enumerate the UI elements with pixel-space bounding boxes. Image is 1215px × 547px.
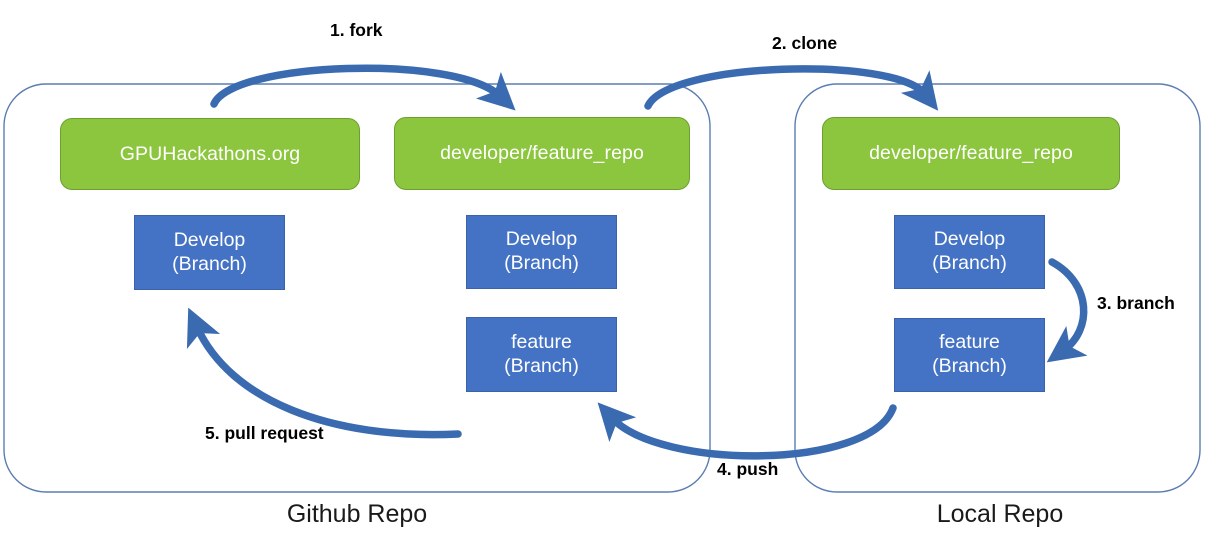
github-repo-container bbox=[3, 83, 711, 493]
github-repo-caption: Github Repo bbox=[286, 500, 428, 528]
step-label-pull-request: 5. pull request bbox=[205, 423, 324, 443]
step-label-fork: 1. fork bbox=[330, 20, 383, 40]
step-label-branch: 3. branch bbox=[1097, 293, 1175, 313]
node-label: Develop (Branch) bbox=[932, 228, 1007, 274]
node-github-upstream-develop-branch[interactable]: Develop (Branch) bbox=[134, 215, 285, 290]
arrow-pull-request bbox=[186, 307, 462, 439]
arrow-fork bbox=[210, 64, 516, 111]
node-label: Develop (Branch) bbox=[504, 228, 579, 274]
step-label-push: 4. push bbox=[717, 459, 779, 479]
node-local-develop-branch[interactable]: Develop (Branch) bbox=[894, 215, 1045, 289]
node-label: GPUHackathons.org bbox=[119, 142, 301, 165]
node-label: developer/feature_repo bbox=[869, 142, 1073, 165]
node-label: developer/feature_repo bbox=[440, 142, 644, 165]
node-label: Develop (Branch) bbox=[172, 228, 247, 275]
node-label: feature (Branch) bbox=[932, 331, 1007, 377]
arrow-push bbox=[597, 402, 897, 460]
arrow-clone bbox=[644, 65, 939, 111]
arrow-branch bbox=[1046, 258, 1088, 363]
node-github-fork-develop-branch[interactable]: Develop (Branch) bbox=[466, 215, 617, 289]
node-label: feature (Branch) bbox=[504, 330, 579, 377]
node-github-fork-repo[interactable]: developer/feature_repo bbox=[394, 117, 690, 190]
local-repo-caption: Local Repo bbox=[936, 500, 1064, 528]
node-github-fork-feature-branch[interactable]: feature (Branch) bbox=[466, 317, 617, 392]
node-github-upstream-repo[interactable]: GPUHackathons.org bbox=[60, 118, 360, 190]
step-label-clone: 2. clone bbox=[772, 33, 838, 53]
node-local-feature-branch[interactable]: feature (Branch) bbox=[894, 318, 1045, 392]
node-local-repo[interactable]: developer/feature_repo bbox=[822, 117, 1120, 190]
local-repo-container bbox=[794, 83, 1201, 493]
